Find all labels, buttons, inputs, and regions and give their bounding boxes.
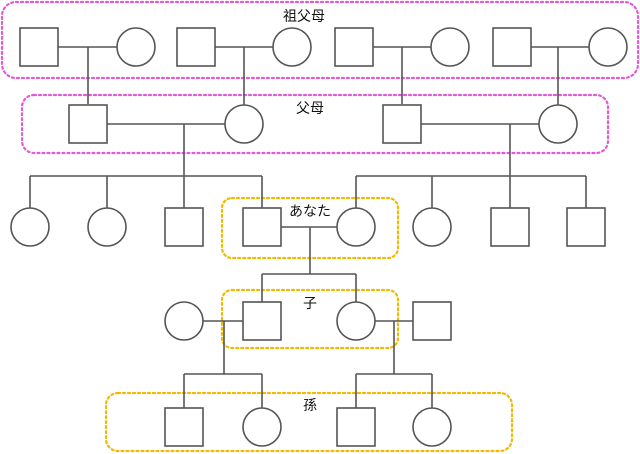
grandmother-1-circle bbox=[116, 27, 156, 67]
grandmother-3-circle bbox=[430, 27, 470, 67]
grandparents-label: 祖父母 bbox=[283, 9, 325, 25]
grandfather-4-square bbox=[492, 27, 532, 67]
children-group-box bbox=[220, 288, 400, 350]
you-label: あなた bbox=[289, 204, 331, 220]
grandchild-square bbox=[336, 407, 376, 447]
grandfather-3-square bbox=[334, 27, 374, 67]
grandchild-circle bbox=[412, 407, 452, 447]
sibling-in-law-square bbox=[566, 207, 606, 247]
you-square bbox=[242, 207, 282, 247]
sibling-circle bbox=[10, 207, 50, 247]
mother-circle bbox=[224, 104, 264, 144]
spouse-circle bbox=[336, 207, 376, 247]
child-spouse-circle bbox=[164, 301, 204, 341]
children-label: 子 bbox=[303, 296, 317, 312]
sibling-square bbox=[164, 207, 204, 247]
child-spouse-square bbox=[412, 301, 452, 341]
father-square bbox=[68, 104, 108, 144]
grandmother-2-circle bbox=[272, 27, 312, 67]
parents-label: 父母 bbox=[296, 101, 324, 117]
grandmother-4-circle bbox=[588, 27, 628, 67]
mother-in-law-circle bbox=[538, 104, 578, 144]
sibling-circle bbox=[87, 207, 127, 247]
child-square bbox=[242, 301, 282, 341]
sibling-in-law-circle bbox=[412, 207, 452, 247]
grandparents-group-box bbox=[0, 0, 640, 80]
grandchild-circle bbox=[242, 407, 282, 447]
father-in-law-square bbox=[382, 104, 422, 144]
parents-group-box bbox=[20, 93, 610, 155]
grandfather-2-square bbox=[176, 27, 216, 67]
grandfather-1-square bbox=[19, 27, 59, 67]
grandchild-square bbox=[164, 407, 204, 447]
grandchildren-label: 孫 bbox=[303, 398, 317, 414]
grandchildren-group-box bbox=[104, 391, 514, 453]
child-circle bbox=[336, 301, 376, 341]
sibling-in-law-square bbox=[490, 207, 530, 247]
